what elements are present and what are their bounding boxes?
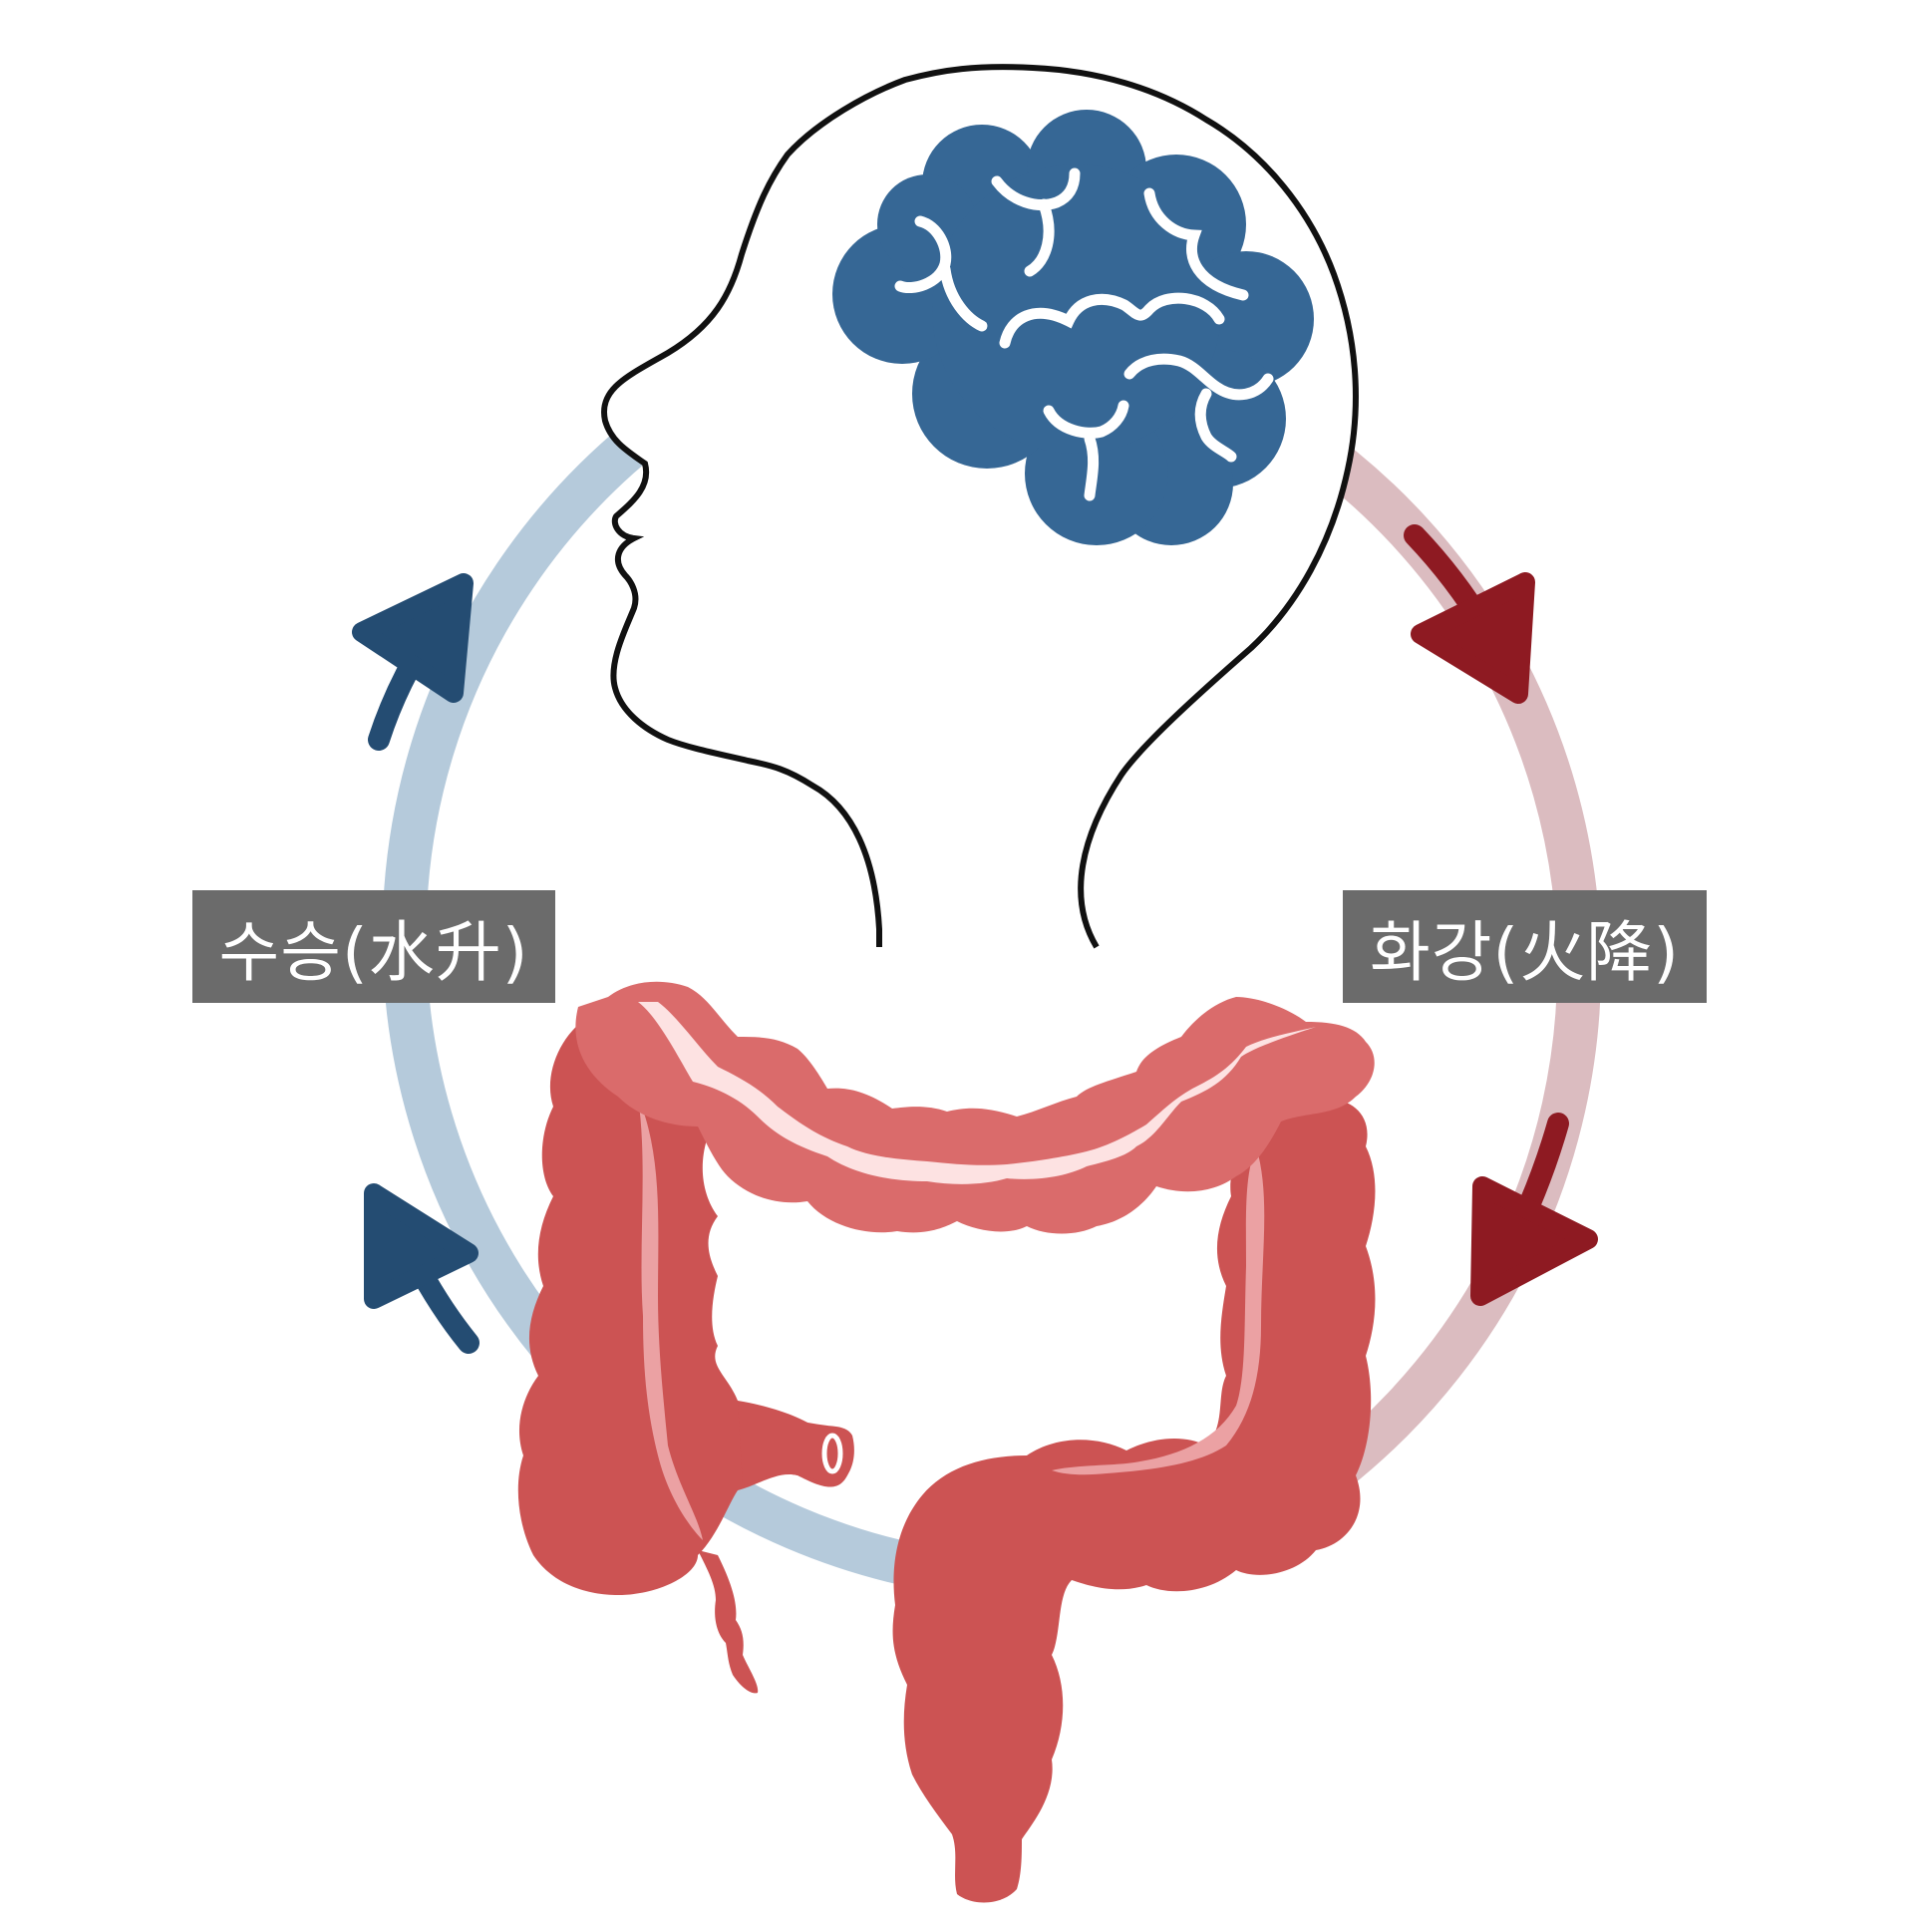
water-rising-label: 수승(水升) [192, 890, 555, 1003]
fire-descending-text: 화강(火降) [1370, 913, 1680, 991]
transverse-colon-highlight [638, 1002, 1316, 1184]
head-profile-icon [601, 64, 1359, 949]
fire-descending-label: 화강(火降) [1343, 890, 1707, 1003]
water-arrow-upper [352, 573, 474, 751]
ileum-opening [821, 1433, 843, 1474]
appendix [698, 1550, 759, 1694]
water-arrow-lower [364, 1183, 479, 1354]
brain-icon [832, 110, 1314, 545]
water-rising-ring [382, 424, 975, 1597]
fire-arrow-upper [1404, 524, 1535, 704]
fire-arrow-lower [1470, 1113, 1598, 1306]
large-intestine-icon [517, 981, 1376, 1903]
water-rising-text: 수승(水升) [218, 913, 529, 991]
ascending-colon-lumen [638, 1097, 703, 1540]
transverse-colon [575, 981, 1375, 1234]
